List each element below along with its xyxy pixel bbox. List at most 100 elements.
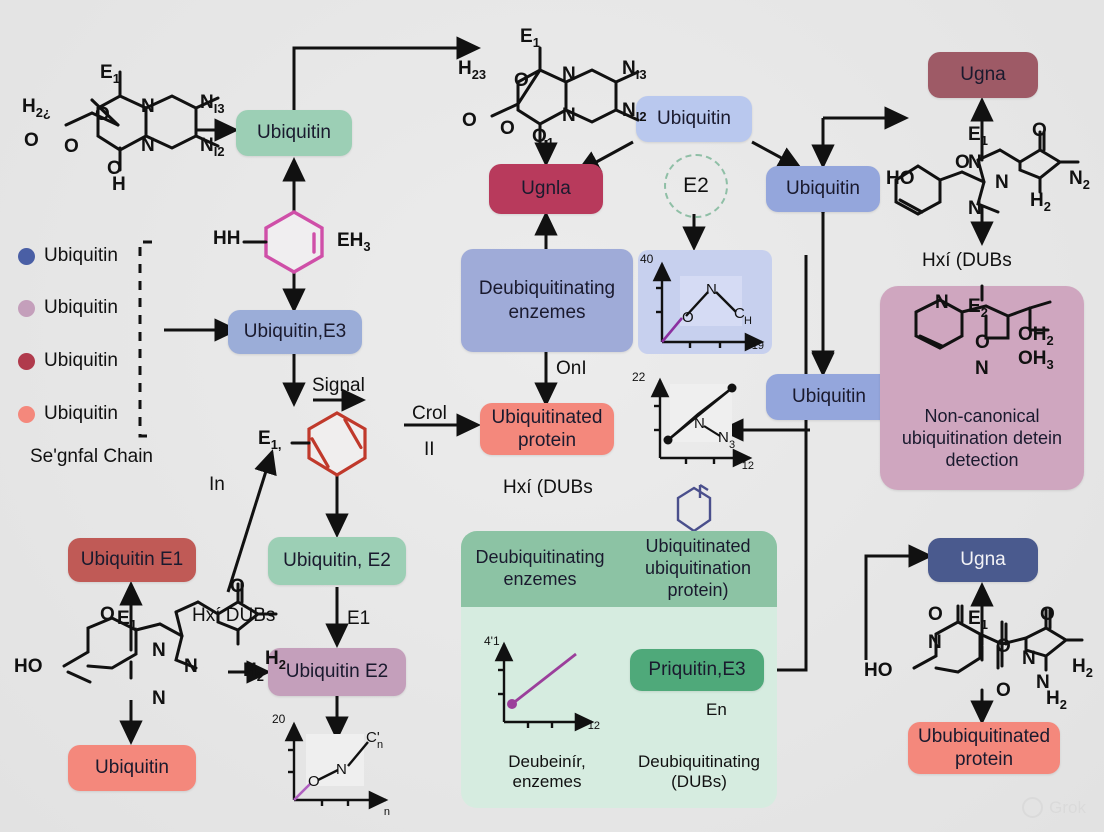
edge-label-hxi-dubs-center: Hxí (DUBs	[503, 477, 593, 498]
chem-oh2-rightmid: OH2	[1018, 324, 1054, 348]
edge-label-crol-sub: II	[424, 439, 435, 460]
svg-text:N: N	[718, 429, 729, 446]
chem-n-topmid-2: N	[562, 105, 576, 126]
box-ubiquitinated-ubiq-protein[interactable]: Ubiquitinated ubiquitination protein)	[619, 531, 777, 607]
legend-item-2[interactable]: Ubiquitin	[18, 350, 118, 372]
chem-o-righttop: O	[955, 152, 970, 173]
box-ububiquitinated-protein[interactable]: Ububiquitinated protein	[908, 722, 1060, 774]
box-ubiquitin-e2-green[interactable]: Ubiquitin, E2	[268, 537, 406, 585]
box-ubiquitin-e3[interactable]: Ubiquitin,E3	[228, 310, 362, 354]
chem-n2-righttop: N2	[1069, 168, 1090, 192]
inset-gray-ymax: 22	[632, 370, 646, 384]
edge-label-e1-left: E1	[347, 608, 371, 629]
chem-n-bottomleft-1: N	[152, 640, 166, 661]
chem-o-bottomleft: O	[100, 604, 115, 625]
chem-n-bottomleft-3: N	[184, 656, 198, 677]
chem-h2-bottomleft-1: H2	[243, 660, 264, 684]
legend-label-3: Ubiquitin	[44, 403, 118, 424]
inset-green-xmax: 12	[587, 720, 600, 732]
box-ubiquitin-green-top[interactable]: Ubiquitin	[236, 110, 352, 156]
green-panel-arrow-label: En	[706, 700, 727, 719]
hexagon-red	[307, 411, 367, 477]
chem-o-topleft-4: O	[107, 158, 122, 179]
box-ugna-navy[interactable]: Ugna	[928, 538, 1038, 582]
inset-gray-xmax: 12	[741, 460, 754, 472]
chem-n-rightmid-2: N	[975, 358, 989, 379]
legend-swatch-0	[18, 247, 35, 265]
svg-text:O: O	[682, 309, 694, 326]
svg-text:H: H	[744, 315, 752, 327]
box-ubiquitin-salmon-bl[interactable]: Ubiquitin	[68, 745, 196, 791]
legend-item-0[interactable]: Ubiquitin	[18, 245, 118, 267]
edge-label-hxi-dubs-left: Hxí DUBs	[192, 605, 276, 626]
chem-hh-hexagon: HH	[213, 228, 241, 249]
legend-label-0: Ubiquitin	[44, 245, 118, 266]
chem-o-topleft-1: O	[24, 130, 39, 151]
box-ubiquitin-e2-mauve[interactable]: Ubiquitin E2	[268, 648, 406, 696]
edge-label-crol: Crol	[412, 403, 447, 424]
box-ugnla[interactable]: Ugnla	[489, 164, 603, 214]
chem-n12-topmid: NI2	[622, 100, 647, 124]
chem-n13-topleft: NI3	[200, 92, 225, 116]
chem-e1-bottomleft: E1	[117, 608, 137, 632]
box-deubiquitinating-enzemes-blue[interactable]: Deubiquitinating enzemes	[461, 249, 633, 352]
box-priquitin-e3[interactable]: Priquitin,E3	[630, 649, 764, 691]
chem-e1-hexagon-red: E1,	[258, 428, 282, 452]
inset-chart-gray[interactable]: N N 3 22 12	[632, 370, 756, 472]
box-non-canonical-panel[interactable]: Non-canonical ubiquitination detein dete…	[880, 286, 1084, 490]
chem-e1-righttop: E1	[968, 124, 988, 148]
chem-o-bottomright-2: O	[996, 636, 1011, 657]
inset-mauve-xmax: n	[383, 806, 390, 818]
chem-h2-topleft: H2¿	[22, 96, 51, 120]
chem-n-righttop-1: N	[968, 152, 982, 173]
structure-bottom-right	[912, 604, 1084, 702]
chem-n13-topmid: NI3	[622, 58, 647, 82]
svg-text:O: O	[308, 773, 320, 790]
edge-label-in: In	[209, 474, 225, 495]
chem-n-rightmid-1: N	[935, 292, 949, 313]
chem-n-topleft-1: N	[141, 96, 155, 117]
chem-n-topmid-1: N	[562, 64, 576, 85]
box-ubiquitin-blue-right-mid[interactable]: Ubiquitin	[766, 374, 892, 420]
chem-n-bottomright-3: N	[1036, 672, 1050, 693]
chem-n-righttop-3: N	[995, 172, 1009, 193]
chem-e1-topleft: E1	[100, 62, 120, 86]
inset-blue-ymax: 40	[640, 252, 654, 266]
chem-h2-bottomleft-2: H2	[265, 648, 286, 672]
chem-o-topleft-3: O	[95, 104, 110, 125]
chem-e1-topmid: E1	[520, 26, 540, 50]
box-ubiquitin-light-blue-top[interactable]: Ubiquitin	[636, 96, 752, 142]
box-deub-enzemes-green[interactable]: Deubiquitinating enzemes	[461, 531, 619, 607]
legend-item-1[interactable]: Ubiquitin	[18, 297, 118, 319]
chem-n-bottomright-2: N	[1022, 648, 1036, 669]
box-ubiquitin-e1-red[interactable]: Ubiquitin E1	[68, 538, 196, 582]
box-ubiquitinated-protein-salmon[interactable]: Ubiquitinated protein	[480, 403, 614, 455]
svg-text:C: C	[734, 305, 745, 322]
inset-chart-mauve[interactable]: O N C' n 20 n	[272, 712, 396, 818]
chem-n-bottomleft-2: N	[152, 688, 166, 709]
inset-green-ymax: 4'1	[484, 634, 500, 648]
box-ubiquitin-blue-right-top[interactable]: Ubiquitin	[766, 166, 880, 212]
box-ugna-maroon[interactable]: Ugna	[928, 52, 1038, 98]
chem-o-topmid-2: O	[500, 118, 515, 139]
inset-chart-blue[interactable]: O N C H 40 19	[638, 250, 772, 354]
chem-ho-bottomright: HO	[864, 660, 893, 681]
legend-item-3[interactable]: Ubiquitin	[18, 403, 118, 425]
svg-text:N: N	[336, 761, 347, 778]
chem-e2-rightmid: E2	[968, 296, 988, 320]
circle-node-e2[interactable]: E2	[664, 154, 728, 218]
svg-text:3: 3	[729, 439, 735, 451]
legend-label-2: Ubiquitin	[44, 350, 118, 371]
structure-bottom-left	[62, 582, 278, 684]
chem-o-bottomright-3: O	[996, 680, 1011, 701]
structure-right-mid	[914, 284, 1052, 350]
chem-o-bottomright-1: O	[928, 604, 943, 625]
svg-text:C': C'	[366, 729, 380, 746]
inset-chart-green[interactable]: 4'1 12	[480, 634, 602, 738]
edge-label-hxi-dubs-right: Hxí (DUBs	[922, 250, 1012, 271]
chem-ho-righttop: HO	[886, 168, 915, 189]
chem-ho-bottomleft: HO	[14, 656, 43, 677]
